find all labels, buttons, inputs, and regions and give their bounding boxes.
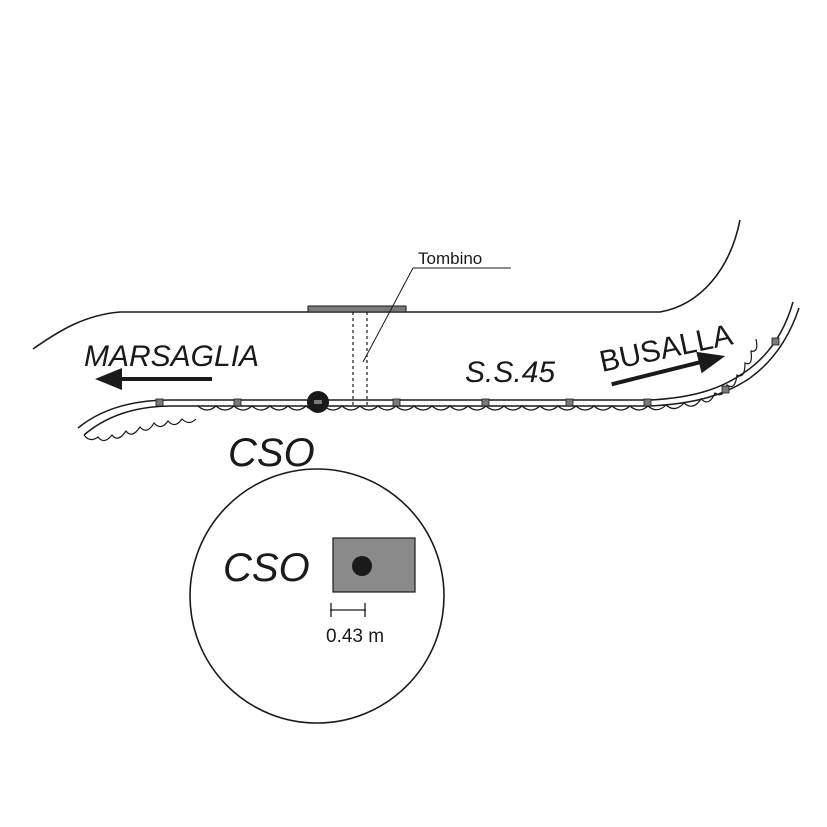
cso-detail-pipe-icon (352, 556, 372, 576)
road-upper-edge (32, 219, 741, 350)
cso-detail-box (332, 537, 416, 593)
cso-inset-label: CSO (223, 546, 310, 590)
arrow-left-icon (95, 368, 212, 390)
bank-posts (155, 337, 780, 407)
tombino-label: Tombino (418, 249, 482, 268)
detail-circle (189, 468, 445, 724)
road-label: S.S.45 (465, 356, 555, 389)
arrow-right-icon (611, 351, 726, 387)
scale-label: 0.43 m (326, 626, 384, 647)
cso-main-label: CSO (228, 431, 315, 475)
tombino-cover (307, 305, 407, 313)
marsaglia-label: MARSAGLIA (84, 340, 259, 373)
scale-bar (330, 603, 366, 617)
tombino-leader (362, 267, 414, 363)
cso-outfall-icon (307, 391, 329, 413)
river-scallops (83, 338, 758, 442)
